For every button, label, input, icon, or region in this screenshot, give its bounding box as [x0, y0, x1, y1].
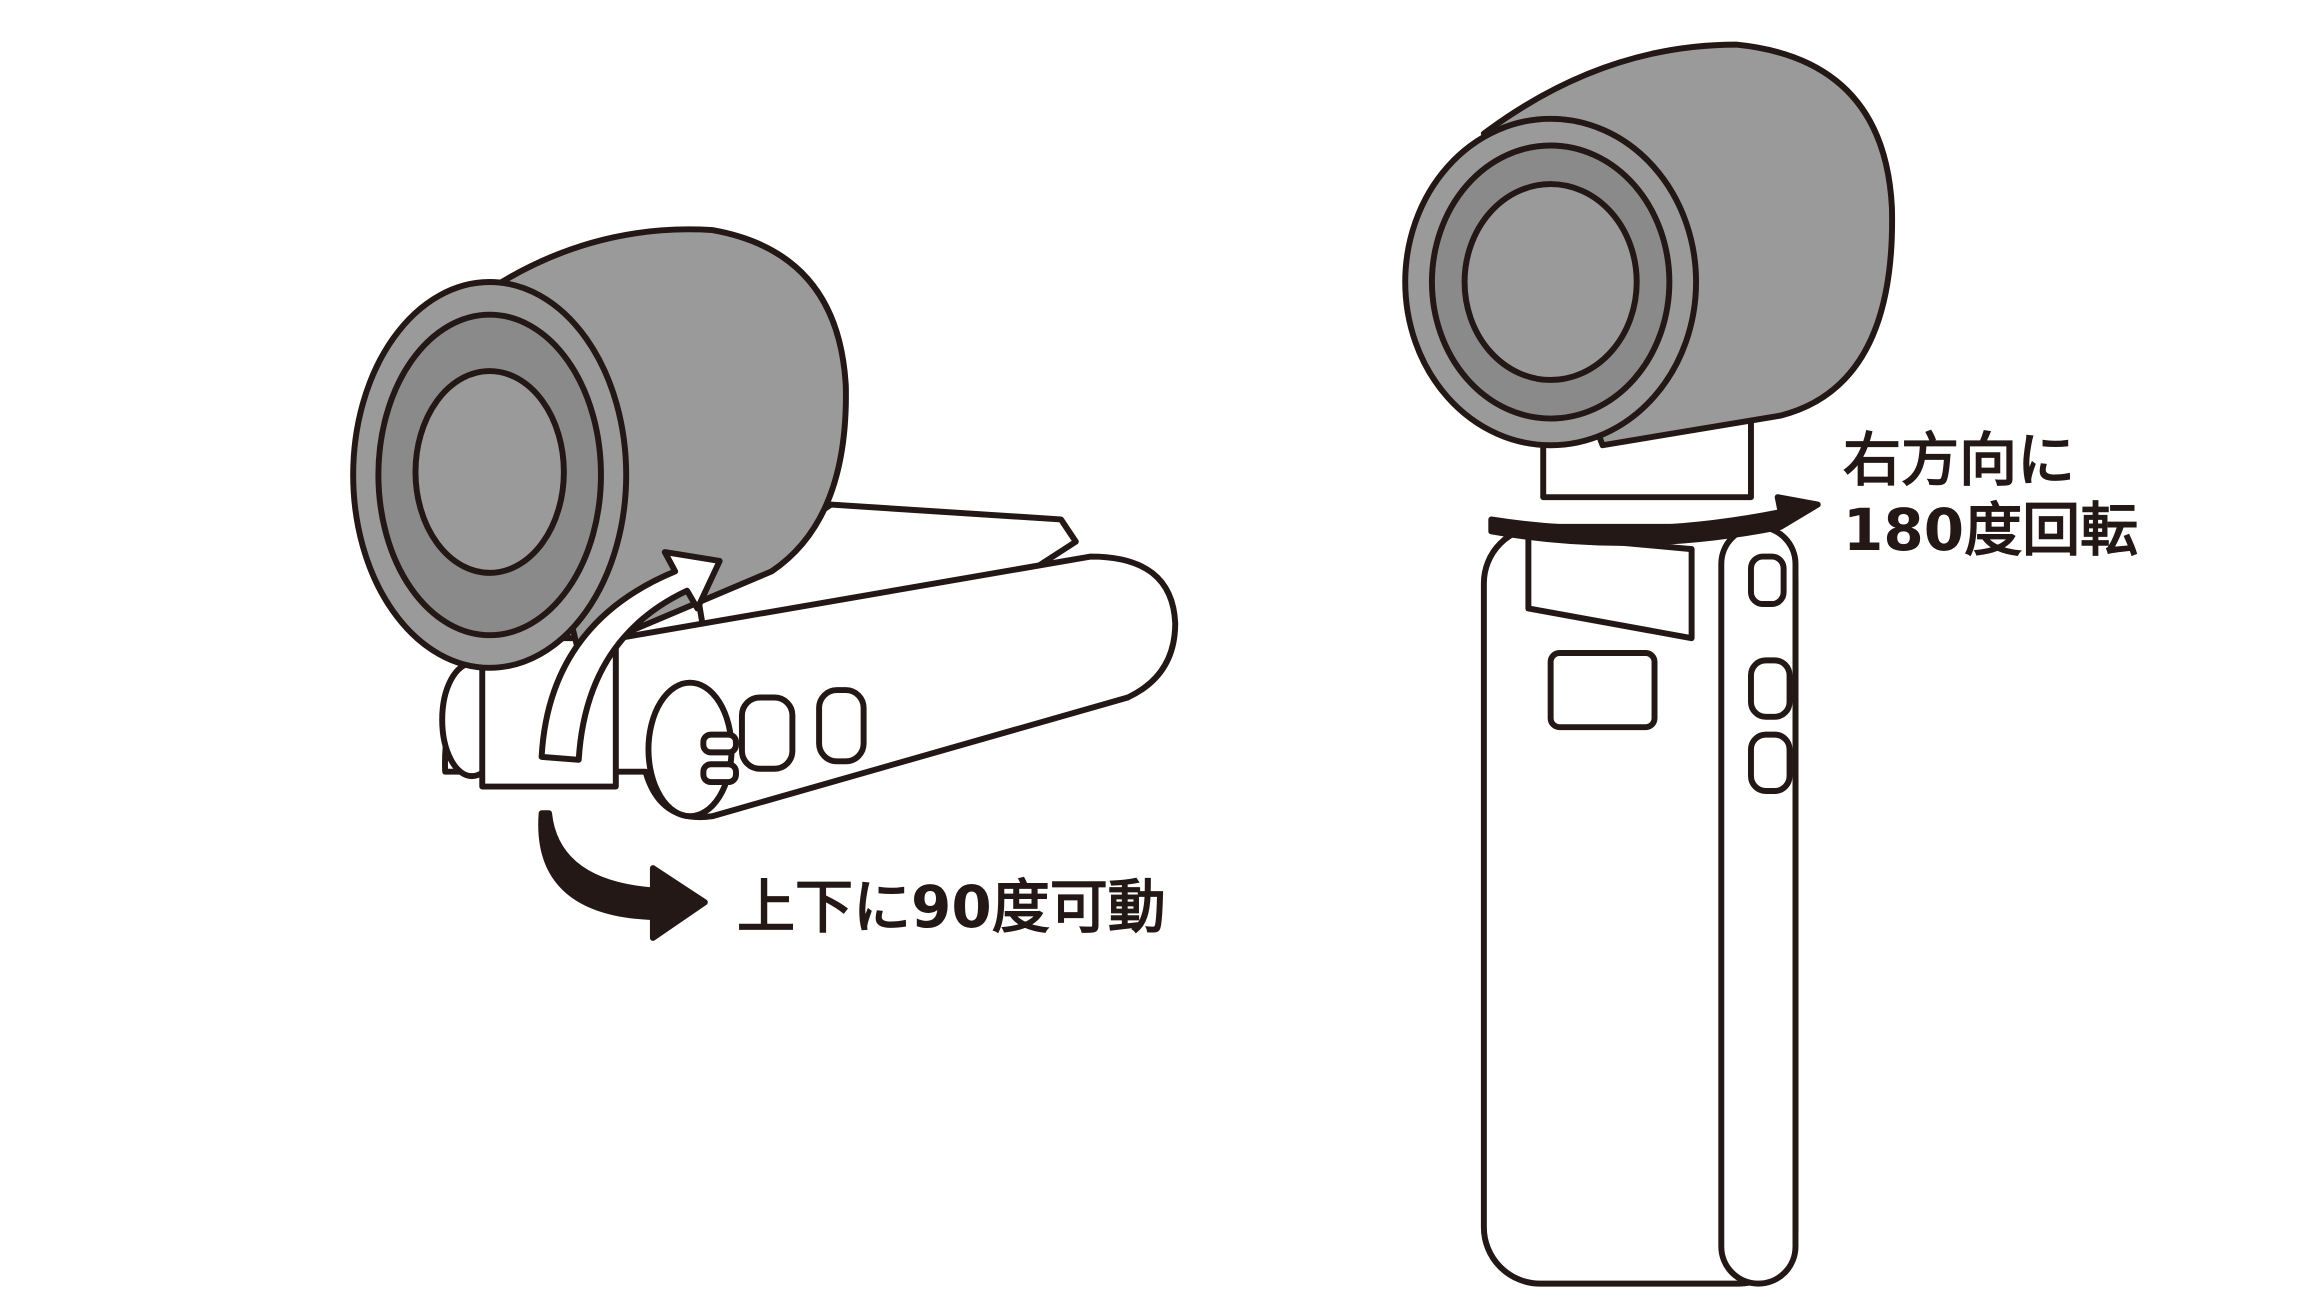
tilt-arrow-down	[538, 810, 708, 941]
rotate-label-line2: 180度回転	[1843, 496, 2139, 564]
power-button	[738, 694, 796, 772]
tilt-label: 上下に90度可動	[737, 873, 1166, 941]
fan-horizontal-mode	[350, 226, 1179, 941]
tilt-arrow-up	[538, 549, 723, 763]
fan-vertical-mode	[1402, 41, 1896, 1287]
rotate-arrow	[1488, 494, 1821, 546]
mode-button	[816, 687, 867, 765]
rotate-label-line1: 右方向に	[1843, 426, 2076, 494]
